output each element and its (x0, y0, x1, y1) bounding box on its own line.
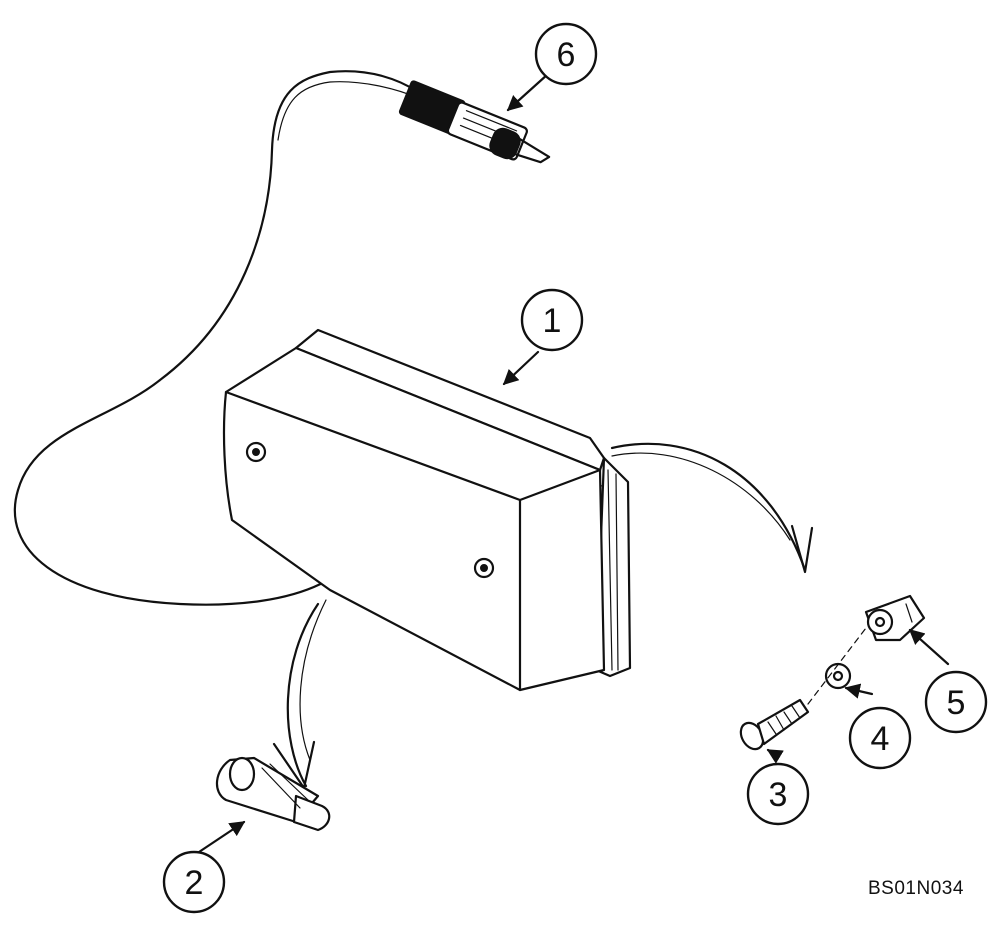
assembly-arrow-screws (610, 442, 814, 574)
callout-3-label: 3 (769, 776, 788, 814)
callout-3: 3 (746, 762, 810, 826)
callout-4: 4 (848, 706, 912, 770)
bulb-part (216, 756, 331, 832)
callout-6-label: 6 (557, 36, 576, 74)
callout-5: 5 (924, 670, 988, 734)
hardware-axis-line (807, 627, 867, 705)
callout-2: 2 (162, 850, 226, 914)
callout-5-label: 5 (947, 684, 966, 722)
connector-part (398, 80, 551, 164)
screw-part (739, 698, 810, 751)
callout-1: 1 (520, 288, 584, 352)
reference-code: BS01N034 (868, 878, 964, 899)
lamp-housing-part (222, 328, 632, 692)
assembly-arrow-bulb (272, 599, 327, 790)
callout-4-label: 4 (871, 720, 890, 758)
callout-1-label: 1 (543, 302, 562, 340)
callout-2-label: 2 (185, 864, 204, 902)
wire-harness (13, 70, 420, 606)
callout-6: 6 (534, 22, 598, 86)
